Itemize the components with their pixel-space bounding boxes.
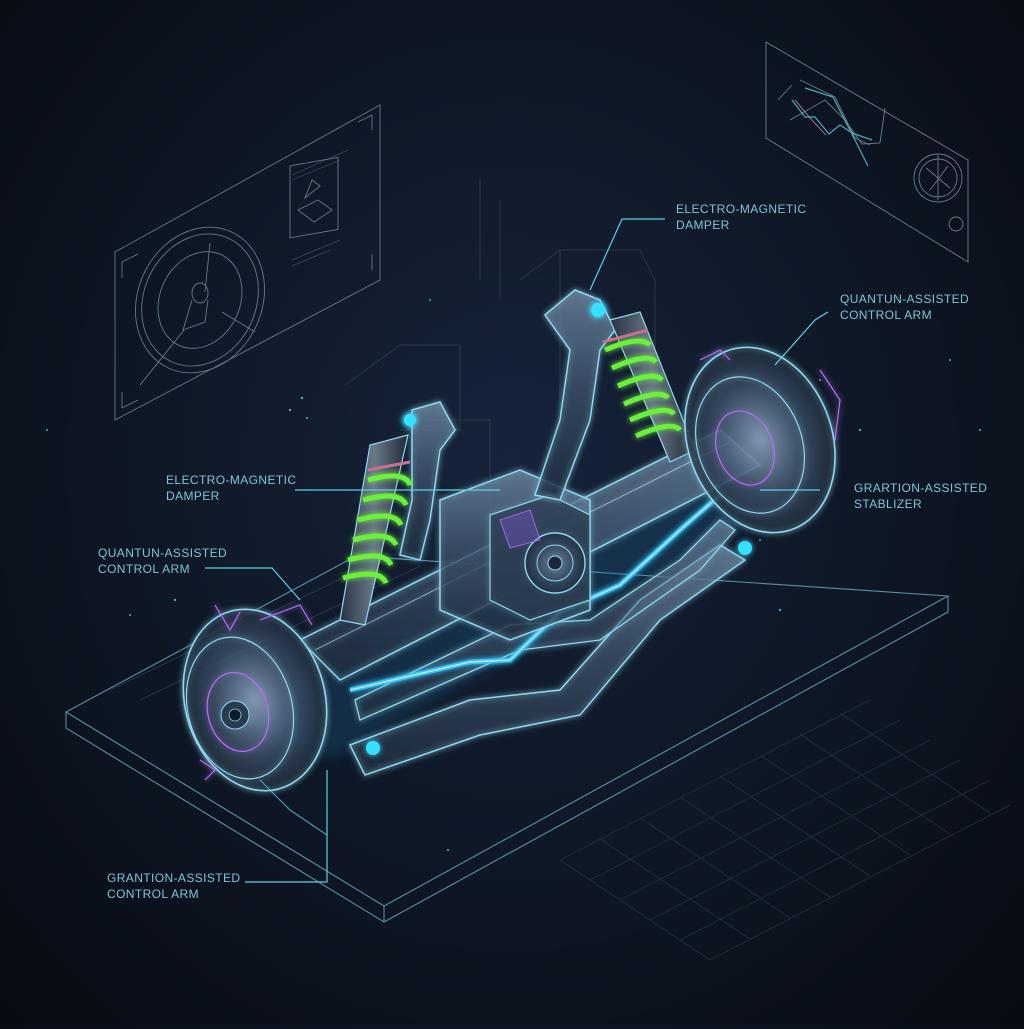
- left-spring: [342, 473, 413, 585]
- leader-top-damper: [589, 218, 665, 291]
- callout-line1: GRANTION-ASSISTED: [107, 871, 241, 885]
- right-graph-panel: [765, 41, 969, 263]
- leader-lines: [205, 218, 829, 883]
- callout-bottom-grantion-assisted-control-arm: GRANTION-ASSISTED CONTROL ARM: [107, 870, 240, 902]
- left-damper: [339, 434, 413, 626]
- callout-line1: GRARTION-ASSISTED: [854, 481, 988, 495]
- floor-grid: [559, 699, 1011, 961]
- right-wheel-hub: [684, 346, 841, 534]
- bushing-rear: [738, 541, 752, 555]
- right-graph-accent: [794, 99, 827, 136]
- background-blueprint-frames: [344, 180, 656, 540]
- callout-line2: CONTROL ARM: [840, 308, 932, 322]
- upper-control-arm: [399, 289, 616, 561]
- callout-line1: QUANTUN-ASSISTED: [840, 292, 970, 306]
- particles: [46, 299, 981, 851]
- callout-line2: STABLIZER: [854, 497, 923, 511]
- callout-line2: DAMPER: [166, 489, 220, 503]
- leader-right-control-arm: [774, 311, 829, 366]
- callout-line2: CONTROL ARM: [107, 887, 199, 901]
- center-housing: [439, 469, 591, 641]
- callout-left-electro-magnetic-damper: ELECTRO-MAGNETIC DAMPER: [166, 472, 296, 504]
- callout-line1: ELECTRO-MAGNETIC: [166, 473, 297, 487]
- right-spring: [604, 338, 682, 439]
- callout-right-quantun-assisted-control-arm: QUANTUN-ASSISTED CONTROL ARM: [840, 291, 969, 323]
- lower-control-arm: [348, 519, 747, 776]
- leader-bottom-control-arm: [245, 770, 328, 883]
- right-damper: [602, 311, 696, 463]
- left-panel-text-lines: [291, 149, 349, 267]
- callout-line2: DAMPER: [676, 218, 730, 232]
- callout-right-grartion-assisted-stabilizer: GRARTION-ASSISTED STABLIZER: [854, 480, 987, 512]
- callout-line1: QUANTUN-ASSISTED: [98, 546, 228, 560]
- bushing-front: [366, 741, 380, 755]
- axle-assembly: [182, 289, 841, 792]
- callout-line1: ELECTRO-MAGNETIC: [676, 202, 807, 216]
- left-wheel-hub: [182, 604, 328, 792]
- callout-line2: CONTROL ARM: [98, 562, 190, 576]
- left-schematic-panel: [114, 104, 381, 421]
- right-graph-line: [791, 87, 873, 167]
- callout-left-quantun-assisted-control-arm: QUANTUN-ASSISTED CONTROL ARM: [98, 545, 227, 577]
- callout-top-electro-magnetic-damper: ELECTRO-MAGNETIC DAMPER: [676, 201, 806, 233]
- leader-left-control-arm: [205, 567, 301, 601]
